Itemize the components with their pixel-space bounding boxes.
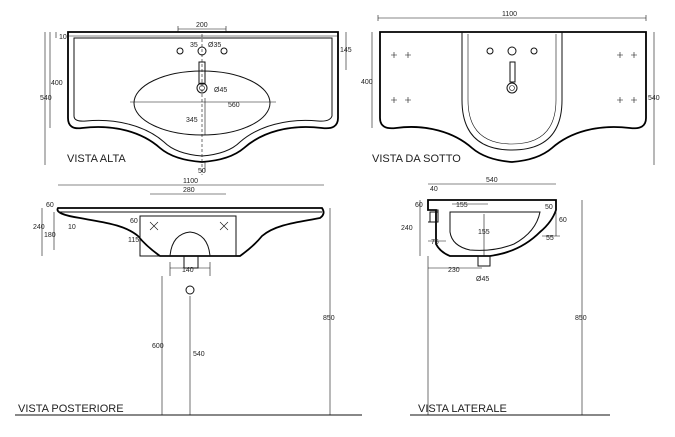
bottom-dim-400: 400 [361, 79, 373, 86]
top-dim-400: 400 [51, 80, 63, 87]
side-dim-540: 540 [486, 177, 498, 184]
rear-dim-600: 600 [152, 343, 164, 350]
side-dim-55: 55 [546, 235, 554, 242]
top-dim-35: 35 [190, 42, 198, 49]
side-dim-phi45: Ø45 [476, 276, 489, 283]
fixing-point [631, 97, 637, 103]
bottom-fixing-points [391, 52, 637, 103]
top-dim-phi35: Ø35 [208, 42, 221, 49]
top-basin-inner-rim [73, 37, 333, 157]
fixing-point [391, 97, 397, 103]
rear-view-title: VISTA POSTERIORE [18, 403, 124, 415]
bottom-tap-hole-right [530, 47, 538, 55]
side-view: 540 40 155 50 60 60 240 155 75 55 230 Ø4… [401, 177, 610, 416]
top-tap-hole-right [220, 47, 228, 55]
top-tap-hole-left [176, 47, 184, 55]
top-dim-50: 50 [198, 168, 206, 175]
side-view-title: VISTA LATERALE [418, 403, 507, 415]
bottom-bowl-inner [467, 34, 557, 145]
top-dim-200: 200 [196, 22, 208, 29]
rear-view: 1100 280 60 240 180 10 60 115 140 600 54… [15, 178, 362, 416]
bottom-drain [506, 82, 518, 94]
top-dim-560: 560 [228, 102, 240, 109]
rear-dim-60b: 60 [130, 218, 138, 225]
rear-dim-850: 850 [323, 315, 335, 322]
rear-dim-280: 280 [183, 187, 195, 194]
bottom-view-title: VISTA DA SOTTO [372, 153, 461, 165]
side-dim-60b: 60 [559, 217, 567, 224]
side-dim-155b: 155 [478, 229, 490, 236]
side-bowl-section [449, 211, 541, 251]
top-dim-345: 345 [186, 117, 198, 124]
bottom-overflow-slot [509, 61, 516, 83]
fixing-point [617, 52, 623, 58]
side-dim-60a: 60 [415, 202, 423, 209]
rear-fixing-right [219, 221, 229, 231]
top-dim-phi45: Ø45 [214, 87, 227, 94]
rear-dim-60a: 60 [46, 202, 54, 209]
rear-back-panel [139, 215, 237, 257]
fixing-point [617, 97, 623, 103]
side-dim-75: 75 [431, 239, 439, 246]
bottom-tap-hole-center [507, 46, 517, 56]
rear-dim-10: 10 [68, 224, 76, 231]
rear-basin-outline [56, 207, 325, 257]
top-basin-outline [67, 31, 339, 163]
bottom-drain-inner [509, 85, 515, 91]
side-dim-240: 240 [401, 225, 413, 232]
side-dim-155a: 155 [456, 202, 468, 209]
top-view: 200 35 Ø35 10 145 400 540 Ø45 560 345 50… [40, 22, 352, 175]
rear-dim-240: 240 [33, 224, 45, 231]
rear-fixing-left [149, 221, 159, 231]
rear-bowl-cutout [169, 231, 211, 257]
fixing-point [631, 52, 637, 58]
bottom-tap-hole-left [486, 47, 494, 55]
rear-dim-180: 180 [44, 232, 56, 239]
side-dim-50: 50 [545, 204, 553, 211]
bottom-basin-outline [379, 31, 647, 163]
top-drain [196, 82, 208, 94]
side-basin-outline [427, 199, 557, 257]
fixing-point [405, 52, 411, 58]
top-view-title: VISTA ALTA [67, 153, 126, 165]
top-dim-540: 540 [40, 95, 52, 102]
side-dim-230: 230 [448, 267, 460, 274]
fixing-point [405, 97, 411, 103]
bottom-dim-540: 540 [648, 95, 660, 102]
fixing-point [391, 52, 397, 58]
rear-waste-outlet [185, 285, 195, 295]
side-dim-850: 850 [575, 315, 587, 322]
bottom-dim-1100: 1100 [502, 11, 517, 18]
rear-dim-1100: 1100 [183, 178, 198, 185]
side-trap [477, 255, 491, 267]
rear-dim-115: 115 [128, 237, 139, 244]
rear-dim-140: 140 [182, 267, 194, 274]
side-dim-40: 40 [430, 186, 438, 193]
rear-dim-540: 540 [193, 351, 205, 358]
top-dim-10: 10 [59, 34, 67, 41]
top-dim-145: 145 [340, 47, 352, 54]
bottom-view: 1100 400 540 VISTA DA SOTTO [361, 11, 660, 165]
side-bracket-hole [429, 211, 439, 223]
bottom-bowl-outline [461, 32, 563, 151]
